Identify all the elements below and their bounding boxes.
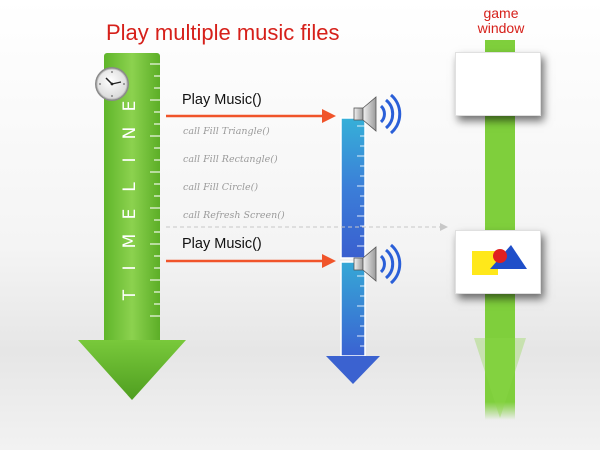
call-fill-rectangle-label: call Fill Rectangle() (183, 154, 278, 165)
timeline-ruler-ticks (150, 63, 160, 317)
diagram-title: Play multiple music files (106, 20, 340, 45)
play-music-label-1: Play Music() (182, 92, 262, 108)
sound-track (326, 117, 380, 384)
game-window-empty (455, 52, 541, 116)
speaker-icon (353, 243, 402, 285)
timeline-label: E N I L E M I T (120, 96, 140, 312)
timeline-letter: E (120, 208, 140, 220)
timeline-letter: N (120, 126, 140, 140)
timeline-letter: T (120, 289, 140, 301)
play-music-label-2: Play Music() (182, 236, 262, 252)
timeline-letter: I (120, 265, 140, 271)
game-window-label-line1: game (483, 5, 519, 21)
timeline-arrow (78, 53, 186, 400)
game-window-label: game window (455, 6, 547, 36)
play-music-arrow-2 (166, 254, 336, 268)
game-window-label-line2: window (477, 20, 525, 36)
sound-track-ticks (357, 125, 365, 347)
timeline-letter: M (120, 233, 140, 249)
timeline-letter: I (120, 157, 140, 163)
call-refresh-screen-label: call Refresh Screen() (183, 210, 285, 221)
call-fill-triangle-label: call Fill Triangle() (183, 126, 270, 137)
game-window-drawing (472, 245, 527, 275)
clock-icon (95, 67, 129, 101)
timeline-letter: E (120, 100, 140, 112)
timeline-letter: L (120, 182, 140, 192)
call-fill-circle-label: call Fill Circle() (183, 182, 259, 193)
red-circle (493, 249, 507, 263)
speaker-icon (353, 93, 402, 135)
game-window-shapes (455, 230, 541, 294)
blue-triangle (490, 245, 527, 269)
refresh-screen-connector (166, 223, 448, 231)
play-music-arrow-1 (166, 109, 336, 123)
